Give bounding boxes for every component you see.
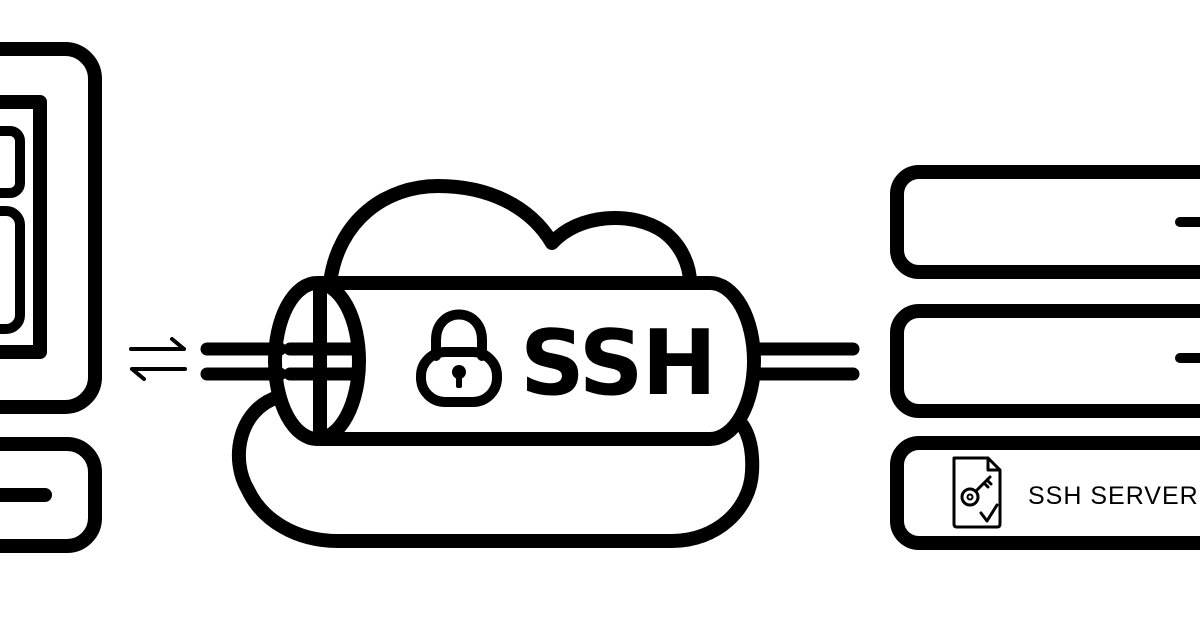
server-unit-1 (890, 165, 1200, 279)
screen-window-top (0, 126, 25, 198)
screen-window-bottom (0, 206, 25, 334)
monitor-screen (0, 95, 47, 359)
cloud-top-outline (323, 179, 697, 290)
document-fold (986, 456, 1002, 472)
server-unit-2 (890, 304, 1200, 418)
monitor-frame (0, 42, 102, 414)
keyboard-base (0, 437, 102, 553)
server-label: SSH SERVER (1028, 482, 1199, 510)
key-bow (960, 487, 980, 507)
tunnel-label: SSH (520, 311, 715, 416)
padlock-keyhole-slot (456, 372, 462, 388)
cloud-icon (231, 179, 760, 548)
cloud-bottom-outline (231, 390, 760, 548)
document-outline (952, 456, 1002, 529)
wires-left (200, 342, 287, 381)
client-computer-icon (0, 42, 102, 553)
key-shaft (974, 475, 993, 493)
key-bow-hole (966, 493, 974, 501)
server-unit-3 (890, 436, 1200, 550)
key-document-icon (952, 456, 1002, 529)
check-mark-icon (979, 503, 999, 523)
padlock-shackle (431, 309, 487, 361)
server-rack-icon (890, 165, 1200, 550)
bidirectional-arrows-icon (129, 337, 187, 381)
padlock-icon (416, 309, 502, 407)
wires-right (753, 342, 860, 381)
tunnel-opening (268, 276, 366, 446)
padlock-body (416, 347, 502, 407)
